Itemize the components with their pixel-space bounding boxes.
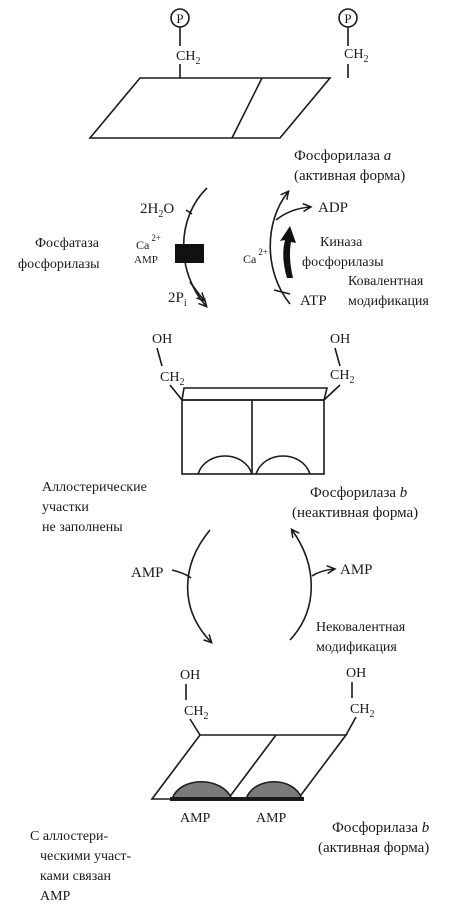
atp-input-line [273,289,291,295]
allosteric-empty-label-1: Аллостерические [42,480,147,495]
ch2-label-middle-left: CH2 [160,370,184,388]
phosphorylase-b-inactive-state: (неактивная форма) [292,505,418,521]
covalent-mod-label-2: модификация [348,294,429,309]
kinase-reaction [269,192,310,305]
phosphorylase-a-name: Фосфорилаза a [294,148,391,164]
amp-binding-arrow [186,529,211,642]
bond-ch2-body-bottom-right [345,716,357,736]
bond-ch2-body-middle-right [323,384,341,401]
phosphatase-label-1: Фосфатаза [35,236,100,251]
pi-label: 2Pi [168,290,187,309]
oh-label-middle-right: OH [330,332,350,347]
amp-input-line [171,569,192,579]
h2o-label: 2H2O [140,201,174,220]
atp-label: ATP [300,293,327,309]
allosteric-site-empty-1 [197,455,253,475]
allosteric-empty-label-3: не заполнены [42,520,123,535]
amp-site-label-1: AMP [180,811,211,826]
phosphate-label-left: P [176,11,183,26]
adp-label: ADP [318,200,348,216]
ch2-label-middle-right: CH2 [330,368,354,386]
allosteric-site-amp-bound-2 [244,780,304,800]
covalent-mod-label-1: Ковалентная [348,274,424,289]
amp-out-label: AMP [340,562,373,578]
amp-bound-label-3: ками связан [40,869,111,884]
ch2-label-bottom-left: CH2 [184,704,208,722]
subunit-divider-top [231,77,263,139]
amp-site-label-2: AMP [256,811,287,826]
amp-release-arrow [289,530,313,641]
amp-output-arrow [311,569,334,577]
noncovalent-mod-label-1: Нековалентная [316,620,406,635]
phosphatase-label-2: фосфорилазы [18,257,100,272]
adp-output-arrow [275,207,310,221]
bond-ch2-body-middle-left [169,384,183,401]
phosphorylase-a-structure: P P CH2 CH2 [88,8,368,139]
kinase-activation-arrow [280,226,296,278]
ch2-label-top-right: CH2 [344,47,368,65]
kinase-label-2: фосфорилазы [302,255,384,270]
phosphate-label-right: P [344,11,351,26]
amp-bound-label-2: ческими участ- [40,849,132,864]
bond-oh-ch2-middle-right [334,347,341,367]
allosteric-site-amp-bound-1 [170,780,234,800]
phosphorylase-b-active-structure: OH OH CH2 CH2 [150,666,374,801]
oh-label-bottom-right: OH [346,666,366,681]
enzyme-body-top [88,77,332,139]
kinase-label-1: Киназа [320,235,363,250]
phosphorylase-b-active-state: (активная форма) [318,840,429,856]
amp-bound-label-1: С аллостери- [30,829,109,844]
pi-output-arrow [189,281,204,300]
subunit-divider-bottom [227,734,277,800]
bond-oh-ch2-middle-left [156,347,163,367]
enzyme-body-middle [181,399,325,475]
enzyme-body-middle-top [181,387,329,401]
amp-binding-reaction [171,529,211,642]
h2o-input-line [185,209,193,215]
amp-in-label: AMP [131,565,164,581]
phosphatase-inhibition-block [175,244,204,263]
phosphorylase-b-inactive-name: Фосфорилаза b [310,485,408,501]
ch2-label-bottom-right: CH2 [350,702,374,720]
allosteric-empty-label-2: участки [42,500,89,515]
amp-release-reaction [289,530,334,641]
oh-label-middle-left: OH [152,332,172,347]
phosphorylase-b-inactive-structure: OH OH CH2 CH2 [152,332,354,475]
amp-inhibitor-label: AMP [134,254,158,266]
amp-bound-label-4: АМР [40,889,71,904]
phosphorylase-b-active-name: Фосфорилаза b [332,820,430,836]
allosteric-site-empty-2 [255,455,311,475]
bond-ch2-body-bottom-left [189,718,201,736]
noncovalent-mod-label-2: модификация [316,640,397,655]
phosphorylase-a-state: (активная форма) [294,168,405,184]
ch2-label-top-left: CH2 [176,49,200,67]
phosphatase-reaction [175,187,207,306]
oh-label-bottom-left: OH [180,668,200,683]
